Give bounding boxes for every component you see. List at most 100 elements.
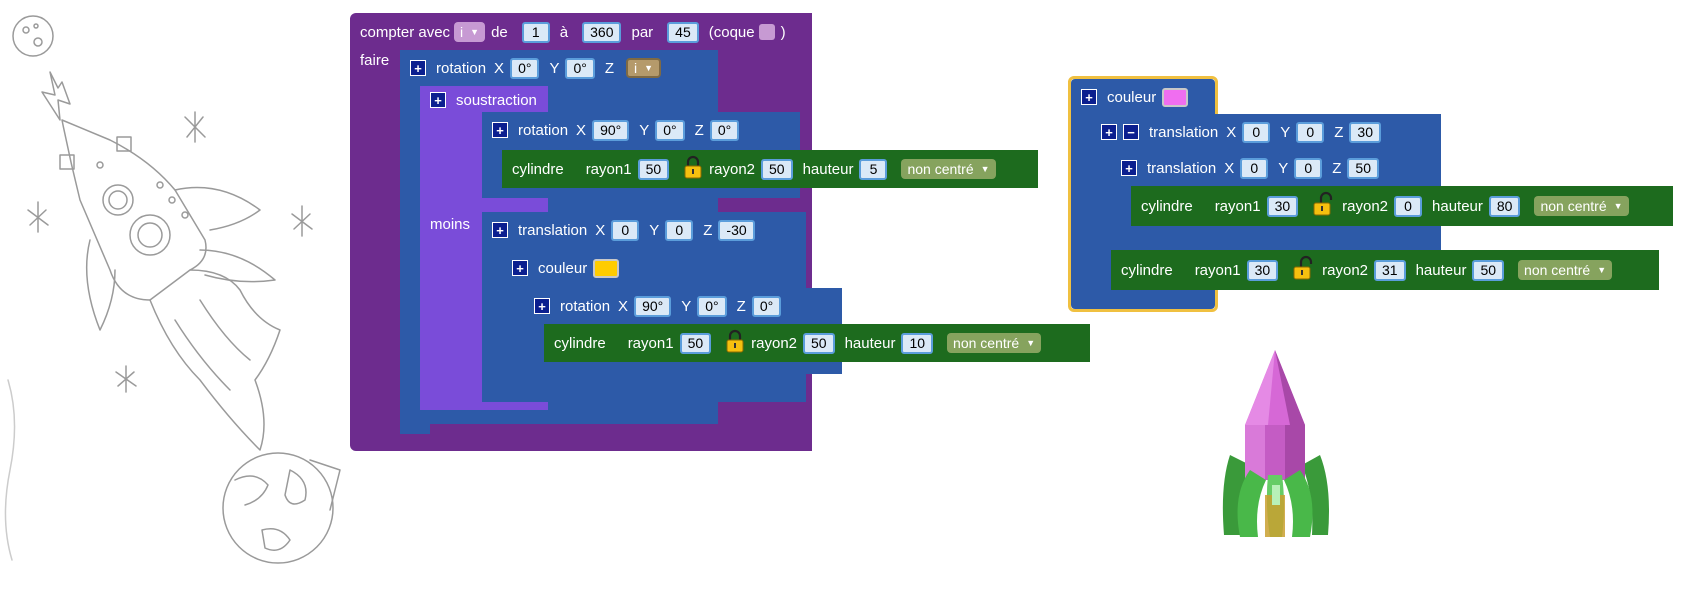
- z-label: Z: [703, 221, 713, 239]
- lock-icon[interactable]: [683, 155, 703, 183]
- y-label: Y: [639, 121, 650, 139]
- rotation-1-y-field[interactable]: 0°: [565, 57, 595, 79]
- z-label: Z: [694, 121, 704, 139]
- height-label: hauteur: [802, 160, 854, 178]
- cylinder-block-2[interactable]: cylindre rayon1 50 rayon2 50 hauteur 10 …: [544, 324, 1090, 362]
- translation-3-z-field[interactable]: 50: [1347, 157, 1379, 179]
- rotation-3-label: rotation: [560, 297, 611, 315]
- cylinder-3-height-field[interactable]: 80: [1488, 195, 1521, 217]
- plus-icon[interactable]: +: [492, 122, 508, 138]
- loop-to-field[interactable]: 360: [582, 21, 622, 43]
- translation-2-y-field[interactable]: 0: [1296, 121, 1325, 143]
- loop-variable-dropdown[interactable]: i▼: [454, 22, 486, 42]
- cylinder-2-height-field[interactable]: 10: [901, 332, 934, 354]
- rotation-2-label: rotation: [518, 121, 569, 139]
- cylinder-3-label: cylindre: [1141, 197, 1193, 215]
- translation-3-y-field[interactable]: 0: [1294, 157, 1323, 179]
- chevron-down-icon: ▼: [1613, 201, 1623, 211]
- loop-from-field[interactable]: 1: [521, 21, 550, 43]
- plus-icon[interactable]: +: [534, 298, 550, 314]
- cylinder-2-centered-dropdown[interactable]: non centré▼: [947, 333, 1042, 353]
- plus-icon[interactable]: +: [1081, 89, 1097, 105]
- plus-icon[interactable]: +: [410, 60, 426, 76]
- x-label: X: [595, 221, 606, 239]
- x-label: X: [494, 59, 505, 77]
- z-label: Z: [604, 59, 615, 77]
- cylinder-2-radius2-field[interactable]: 50: [803, 332, 835, 354]
- rotation-1-x-field[interactable]: 0°: [510, 57, 540, 79]
- rotation-2-x-field[interactable]: 90°: [592, 119, 630, 141]
- rocket-sketch-illustration: [4, 15, 341, 564]
- translation-2-x-field[interactable]: 0: [1242, 121, 1271, 143]
- cylinder-1-height-field[interactable]: 5: [859, 158, 888, 180]
- cylinder-1-radius2-field[interactable]: 50: [761, 158, 793, 180]
- rotation-3-y-field[interactable]: 0°: [697, 295, 727, 317]
- plus-icon[interactable]: +: [1121, 160, 1137, 176]
- cylinder-1-radius1-field[interactable]: 50: [637, 158, 670, 180]
- cylinder-2-radius1-field[interactable]: 50: [679, 332, 712, 354]
- cylinder-4-centered-dropdown[interactable]: non centré▼: [1518, 260, 1613, 280]
- loop-by-label: par: [631, 23, 654, 41]
- color-1-swatch-yellow[interactable]: [593, 258, 620, 278]
- plus-icon[interactable]: +: [492, 222, 508, 238]
- translation-1-label: translation: [518, 221, 588, 239]
- y-label: Y: [681, 297, 692, 315]
- cylinder-4-radius2-field[interactable]: 31: [1374, 259, 1406, 281]
- minus-icon[interactable]: −: [1123, 124, 1139, 140]
- loop-header: compter avec i▼ de 1 à 360 par 45 (coque…: [350, 13, 812, 51]
- cylinder-1-label: cylindre: [512, 160, 564, 178]
- rotation-block-1-bottom: [400, 410, 430, 434]
- translation-1-z-field[interactable]: -30: [718, 219, 755, 241]
- y-label: Y: [1280, 123, 1291, 141]
- loop-count-label: compter avec: [360, 23, 451, 41]
- translation-1-x-field[interactable]: 0: [611, 219, 640, 241]
- unlock-icon[interactable]: [1292, 255, 1316, 285]
- radius2-label: rayon2: [1342, 197, 1389, 215]
- cylinder-3-radius1-field[interactable]: 30: [1266, 195, 1299, 217]
- loop-do-label: faire: [360, 52, 390, 69]
- x-label: X: [576, 121, 587, 139]
- x-label: X: [1224, 159, 1235, 177]
- cylinder-4-height-field[interactable]: 50: [1472, 259, 1505, 281]
- plus-icon[interactable]: +: [430, 92, 446, 108]
- chevron-down-icon: ▼: [644, 63, 654, 73]
- cylinder-block-3[interactable]: cylindre rayon1 30 rayon2 0 hauteur 80 n…: [1131, 186, 1673, 226]
- cylinder-block-4[interactable]: cylindre rayon1 30 rayon2 31 hauteur 50 …: [1111, 250, 1659, 290]
- radius1-label: rayon1: [1214, 197, 1261, 215]
- translation-2-z-field[interactable]: 30: [1349, 121, 1381, 143]
- color-1-header: + couleur: [502, 250, 650, 286]
- radius2-label: rayon2: [751, 334, 798, 352]
- loop-hull-label: (coque: [708, 23, 755, 41]
- radius1-label: rayon1: [627, 334, 674, 352]
- rotation-3-z-field[interactable]: 0°: [751, 295, 782, 317]
- translation-3-x-field[interactable]: 0: [1240, 157, 1269, 179]
- x-label: X: [618, 297, 629, 315]
- rotation-2-y-field[interactable]: 0°: [655, 119, 685, 141]
- radius1-label: rayon1: [1194, 261, 1241, 279]
- cylinder-4-radius1-field[interactable]: 30: [1246, 259, 1279, 281]
- loop-hull-checkbox[interactable]: [758, 24, 775, 40]
- subtraction-label: soustraction: [456, 91, 537, 109]
- y-label: Y: [649, 221, 660, 239]
- cylinder-3-radius2-field[interactable]: 0: [1394, 195, 1423, 217]
- loop-by-field[interactable]: 45: [667, 21, 699, 43]
- plus-icon[interactable]: +: [1101, 124, 1117, 140]
- cylinder-1-centered-dropdown[interactable]: non centré▼: [901, 159, 996, 179]
- rotation-2-z-field[interactable]: 0°: [709, 119, 740, 141]
- plus-icon[interactable]: +: [512, 260, 528, 276]
- rotation-1-label: rotation: [436, 59, 487, 77]
- color-1-label: couleur: [538, 259, 588, 277]
- lock-icon[interactable]: [725, 329, 745, 357]
- rotation-1-header: + rotation X 0° Y 0° Z i▼: [400, 50, 718, 86]
- rotation-1-z-variable[interactable]: i▼: [626, 58, 662, 78]
- cylinder-block-1[interactable]: cylindre rayon1 50 rayon2 50 hauteur 5 n…: [502, 150, 1038, 188]
- rotation-3-x-field[interactable]: 90°: [634, 295, 672, 317]
- cylinder-3-centered-dropdown[interactable]: non centré▼: [1534, 196, 1629, 216]
- unlock-icon[interactable]: [1312, 191, 1336, 221]
- color-2-swatch-pink[interactable]: [1162, 87, 1189, 107]
- translation-2-header: + − translation X 0 Y 0 Z 30: [1091, 114, 1441, 150]
- rocket-3d-render: [1222, 350, 1329, 537]
- translation-1-y-field[interactable]: 0: [665, 219, 694, 241]
- translation-1-header: + translation X 0 Y 0 Z -30: [482, 212, 806, 248]
- cylinder-2-label: cylindre: [554, 334, 606, 352]
